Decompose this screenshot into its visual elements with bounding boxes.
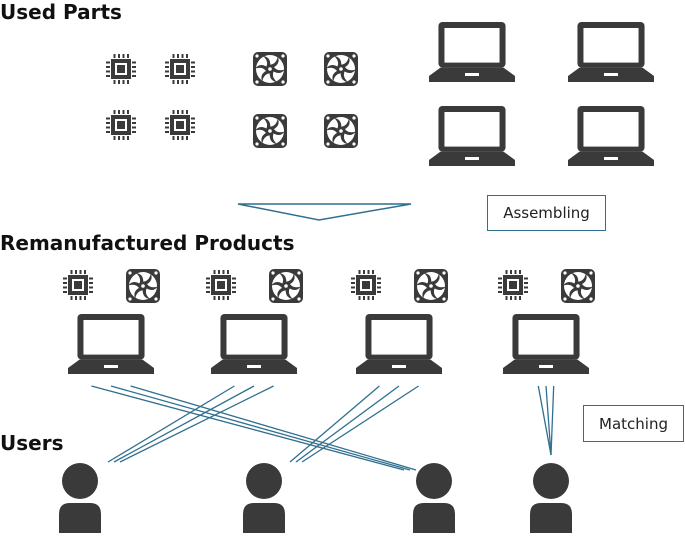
- chip-icon: [498, 270, 528, 300]
- user-icon: [530, 463, 572, 533]
- section-title-remanufactured-products: Remanufactured Products: [0, 231, 295, 255]
- user-icon: [243, 463, 285, 533]
- laptop-icon: [68, 314, 154, 374]
- matching-link-line: [107, 385, 235, 463]
- fan-icon: [269, 269, 303, 303]
- section-title-used-parts: Used Parts: [0, 0, 122, 24]
- matching-link-line: [91, 385, 405, 471]
- user-icon: [413, 463, 455, 533]
- matching-link-line: [550, 385, 555, 456]
- user-icon: [59, 463, 101, 533]
- matching-link-line: [119, 385, 274, 463]
- matching-label: Matching: [583, 405, 684, 442]
- fan-icon: [414, 269, 448, 303]
- matching-link-line: [130, 385, 417, 471]
- section-title-users: Users: [0, 431, 64, 455]
- fan-icon: [126, 269, 160, 303]
- chip-icon: [63, 270, 93, 300]
- matching-link-line: [289, 385, 380, 463]
- chip-icon: [165, 54, 195, 84]
- laptop-icon: [568, 22, 654, 82]
- matching-link-line: [113, 385, 255, 463]
- matching-link-line: [301, 385, 419, 463]
- laptop-icon: [568, 106, 654, 166]
- chip-icon: [165, 110, 195, 140]
- fan-icon: [561, 269, 595, 303]
- laptop-icon: [429, 106, 515, 166]
- fan-icon: [324, 52, 358, 86]
- matching-link-line: [295, 385, 400, 463]
- matching-link-line: [537, 385, 552, 456]
- laptop-icon: [429, 22, 515, 82]
- fan-icon: [253, 52, 287, 86]
- fan-icon: [253, 114, 287, 148]
- chip-icon: [206, 270, 236, 300]
- matching-link-line: [110, 385, 411, 471]
- chip-icon: [106, 54, 136, 84]
- fan-icon: [324, 114, 358, 148]
- laptop-icon: [211, 314, 297, 374]
- laptop-icon: [356, 314, 442, 374]
- matching-link-line: [545, 385, 552, 456]
- laptop-icon: [503, 314, 589, 374]
- chip-icon: [351, 270, 381, 300]
- chip-icon: [106, 110, 136, 140]
- assembling-label: Assembling: [487, 195, 606, 231]
- assembling-funnel-arrow: [237, 203, 412, 221]
